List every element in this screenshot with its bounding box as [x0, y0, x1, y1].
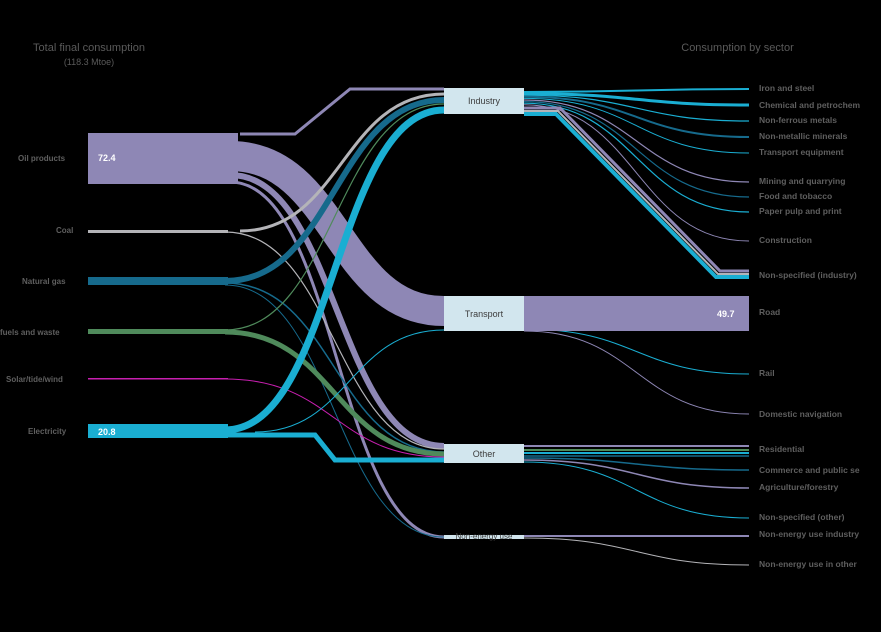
link-industry-paper — [523, 102, 750, 213]
source-bars — [88, 133, 749, 438]
link-coal-other — [224, 231, 445, 450]
link-industry-chem-petro — [523, 92, 750, 107]
sector-node-other: Other — [444, 444, 524, 463]
destination-label-5: Mining and quarrying — [759, 176, 846, 186]
link-elec-industry — [224, 106, 445, 434]
link-other-nonspecified — [523, 461, 750, 519]
link-industry-non-ferrous — [523, 94, 750, 122]
destination-label-0: Iron and steel — [759, 83, 815, 93]
source-bar-oil-products — [88, 133, 238, 184]
source-label-oil-products: Oil products — [18, 154, 66, 163]
link-industry-nonspecified-oil — [524, 106, 749, 273]
destination-label-6: Food and tobacco — [759, 191, 833, 201]
electricity-value-label: 20.8 — [98, 427, 116, 437]
source-bar-solar — [88, 378, 228, 380]
road-bar — [524, 296, 749, 331]
link-industry-nonspecified-elec — [524, 112, 749, 279]
link-gas-other — [224, 282, 445, 453]
link-oil-nonenergy — [229, 180, 445, 539]
sector-node-transport: Transport — [444, 296, 524, 331]
source-label-coal: Coal — [56, 226, 74, 235]
link-industry-nonspecified-coal — [524, 110, 749, 275]
link-gas-nonenergy — [224, 284, 445, 538]
destination-label-17: Non-energy use industry — [759, 529, 860, 539]
source-bar-electricity — [88, 424, 228, 438]
destination-label-9: Non-specified (industry) — [759, 270, 857, 280]
oil-value-label: 72.4 — [98, 153, 116, 163]
sector-node-industry: Industry — [444, 88, 524, 114]
destination-label-1: Chemical and petrochem — [759, 100, 861, 110]
source-bar-natural-gas — [88, 277, 228, 285]
link-solar-other — [224, 378, 445, 458]
right-header: Consumption by sector — [681, 42, 794, 54]
destination-label-8: Construction — [759, 235, 812, 245]
link-bio-industry — [224, 103, 445, 331]
destination-label-12: Domestic navigation — [759, 409, 843, 419]
link-industry-non-metallic — [523, 95, 750, 138]
left-header: Total final consumption (118.3 Mtoe) — [14, 42, 164, 67]
source-bar-coal — [88, 230, 228, 233]
destination-label-13: Residential — [759, 444, 805, 454]
link-elec-transport — [254, 329, 445, 433]
link-nonenergy-other — [523, 537, 750, 566]
link-industry-iron-steel — [523, 88, 750, 93]
destination-label-16: Non-specified (other) — [759, 512, 845, 522]
destination-label-7: Paper pulp and print — [759, 206, 842, 216]
link-industry-food-tobacco — [523, 101, 750, 198]
link-oil-transport — [229, 141, 445, 326]
destination-label-18: Non-energy use in other — [759, 559, 857, 569]
link-elec-other — [225, 432, 444, 463]
link-industry-mining — [523, 99, 750, 183]
link-transport-navigation — [523, 330, 750, 415]
destination-label-10: Road — [759, 307, 781, 317]
destination-label-14: Commerce and public se — [759, 465, 860, 475]
link-bio-other — [224, 329, 445, 457]
road-value-label: 49.7 — [717, 309, 735, 319]
left-header-title: Total final consumption — [33, 42, 145, 54]
source-bar-biofuels — [88, 329, 228, 334]
left-header-subtitle: (118.3 Mtoe) — [63, 57, 115, 67]
destination-label-2: Non-ferrous metals — [759, 115, 837, 125]
destination-label-4: Transport equipment — [759, 147, 844, 157]
source-label-biofuels: fuels and waste — [0, 328, 60, 337]
source-label-solar: Solar/tide/wind — [6, 375, 63, 384]
link-transport-rail — [523, 328, 750, 375]
destination-label-15: Agriculture/forestry — [759, 482, 839, 492]
destination-label-11: Rail — [759, 368, 775, 378]
link-gas-industry — [224, 97, 445, 284]
source-links — [224, 87, 445, 539]
link-coal-industry — [239, 92, 445, 233]
destination-label-3: Non-metallic minerals — [759, 131, 848, 141]
link-other-agriculture — [523, 459, 750, 489]
link-oil-industry — [240, 87, 444, 136]
source-label-natural-gas: Natural gas — [22, 277, 66, 286]
link-industry-transport-equipment — [523, 97, 750, 154]
link-other-commerce — [523, 457, 750, 471]
sector-links — [523, 88, 750, 566]
source-label-electricity: Electricity — [28, 427, 67, 436]
link-oil-other — [229, 172, 445, 449]
sector-node-non-energy: Non-energy use — [444, 533, 524, 541]
